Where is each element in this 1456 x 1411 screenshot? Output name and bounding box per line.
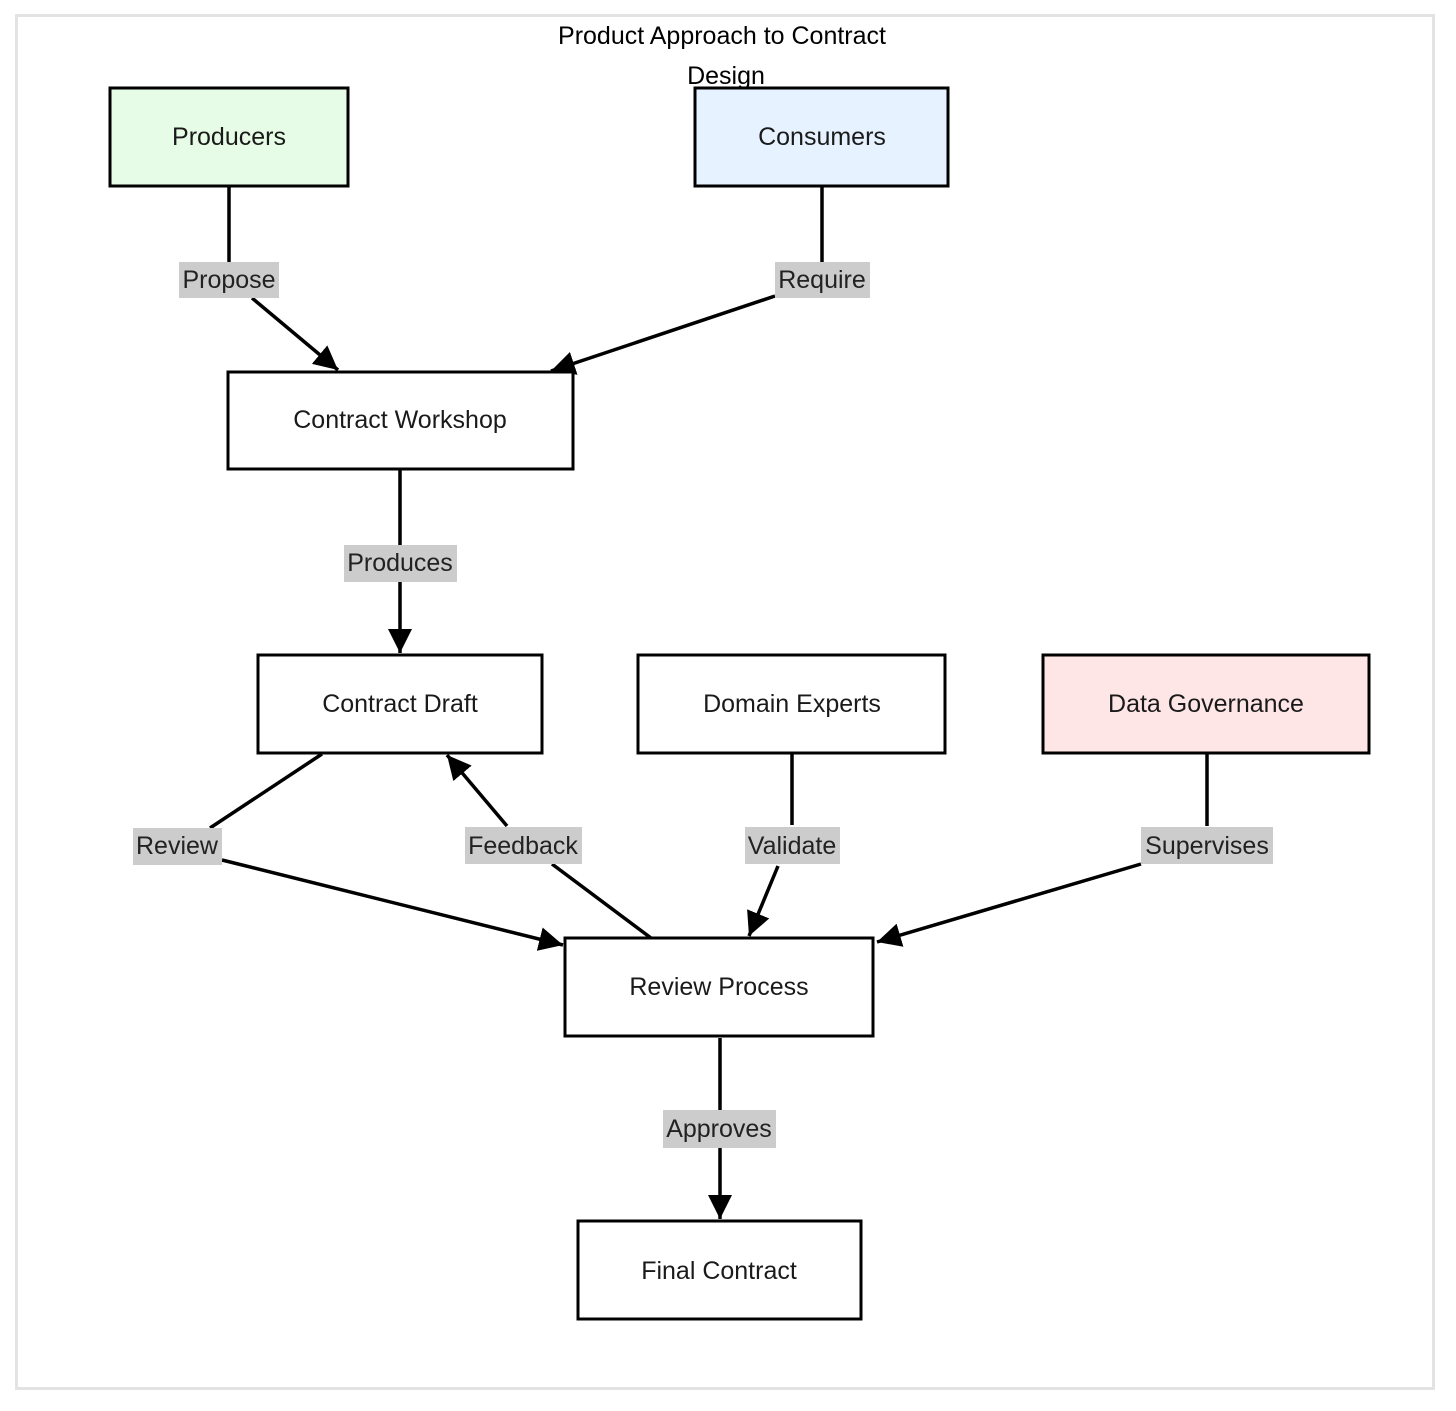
diagram-frame xyxy=(15,14,1435,1390)
edge-feedback-line xyxy=(447,755,653,940)
node-data-governance[interactable]: Data Governance xyxy=(1041,653,1371,755)
edge-label-supervises: Supervises xyxy=(1141,827,1273,864)
node-producers[interactable]: Producers xyxy=(108,86,350,188)
edge-label-supervises-text: Supervises xyxy=(1145,832,1269,860)
edge-label-validate-text: Validate xyxy=(748,832,837,860)
node-consumers-label: Consumers xyxy=(758,123,886,151)
node-contract-draft-box xyxy=(256,653,544,755)
node-domain-experts[interactable]: Domain Experts xyxy=(636,653,947,755)
edge-label-propose: Propose xyxy=(179,262,279,298)
diagram-title-line-1: Product Approach to Contract xyxy=(558,22,886,50)
node-review-process-box xyxy=(563,936,875,1038)
node-review-process-label: Review Process xyxy=(629,973,808,1001)
node-contract-workshop[interactable]: Contract Workshop xyxy=(226,370,575,471)
node-producers-box xyxy=(108,86,350,188)
edge-label-produces: Produces xyxy=(344,545,457,582)
node-final-contract[interactable]: Final Contract xyxy=(576,1219,863,1321)
edge-validate-line xyxy=(749,754,794,936)
node-data-governance-label: Data Governance xyxy=(1108,690,1304,718)
edge-labels: Propose Require Produces Review Feedback… xyxy=(133,262,1273,1148)
node-domain-experts-box xyxy=(636,653,947,755)
edge-label-feedback: Feedback xyxy=(465,827,582,864)
node-contract-workshop-box xyxy=(226,370,575,471)
node-contract-workshop-label: Contract Workshop xyxy=(293,406,507,434)
edge-label-require-text: Require xyxy=(778,266,866,294)
edge-review-line xyxy=(209,752,563,945)
node-final-contract-label: Final Contract xyxy=(641,1257,797,1285)
node-consumers-box xyxy=(693,86,950,188)
edge-label-review-text: Review xyxy=(136,832,219,860)
edge-propose-line xyxy=(227,186,338,370)
edge-label-require: Require xyxy=(775,262,870,298)
edge-require-line xyxy=(551,186,824,371)
node-review-process[interactable]: Review Process xyxy=(563,936,875,1038)
edge-supervises-line xyxy=(877,754,1209,942)
diagram-title-line-2: Design xyxy=(687,62,765,90)
edge-label-review: Review xyxy=(133,828,222,865)
node-contract-draft-label: Contract Draft xyxy=(322,690,478,718)
edge-label-approves: Approves xyxy=(663,1110,776,1148)
node-data-governance-box xyxy=(1041,653,1371,755)
edge-label-validate: Validate xyxy=(745,827,840,864)
node-consumers[interactable]: Consumers xyxy=(693,86,950,188)
node-final-contract-box xyxy=(576,1219,863,1321)
node-contract-draft[interactable]: Contract Draft xyxy=(256,653,544,755)
nodes: Producers Consumers Contract Workshop Co… xyxy=(108,86,1371,1321)
edge-label-approves-text: Approves xyxy=(666,1115,772,1143)
edges xyxy=(209,186,1209,1219)
edge-label-produces-text: Produces xyxy=(347,549,453,577)
edge-label-propose-text: Propose xyxy=(182,266,275,294)
node-producers-label: Producers xyxy=(172,123,286,151)
node-domain-experts-label: Domain Experts xyxy=(703,690,881,718)
edge-label-feedback-text: Feedback xyxy=(468,832,578,860)
